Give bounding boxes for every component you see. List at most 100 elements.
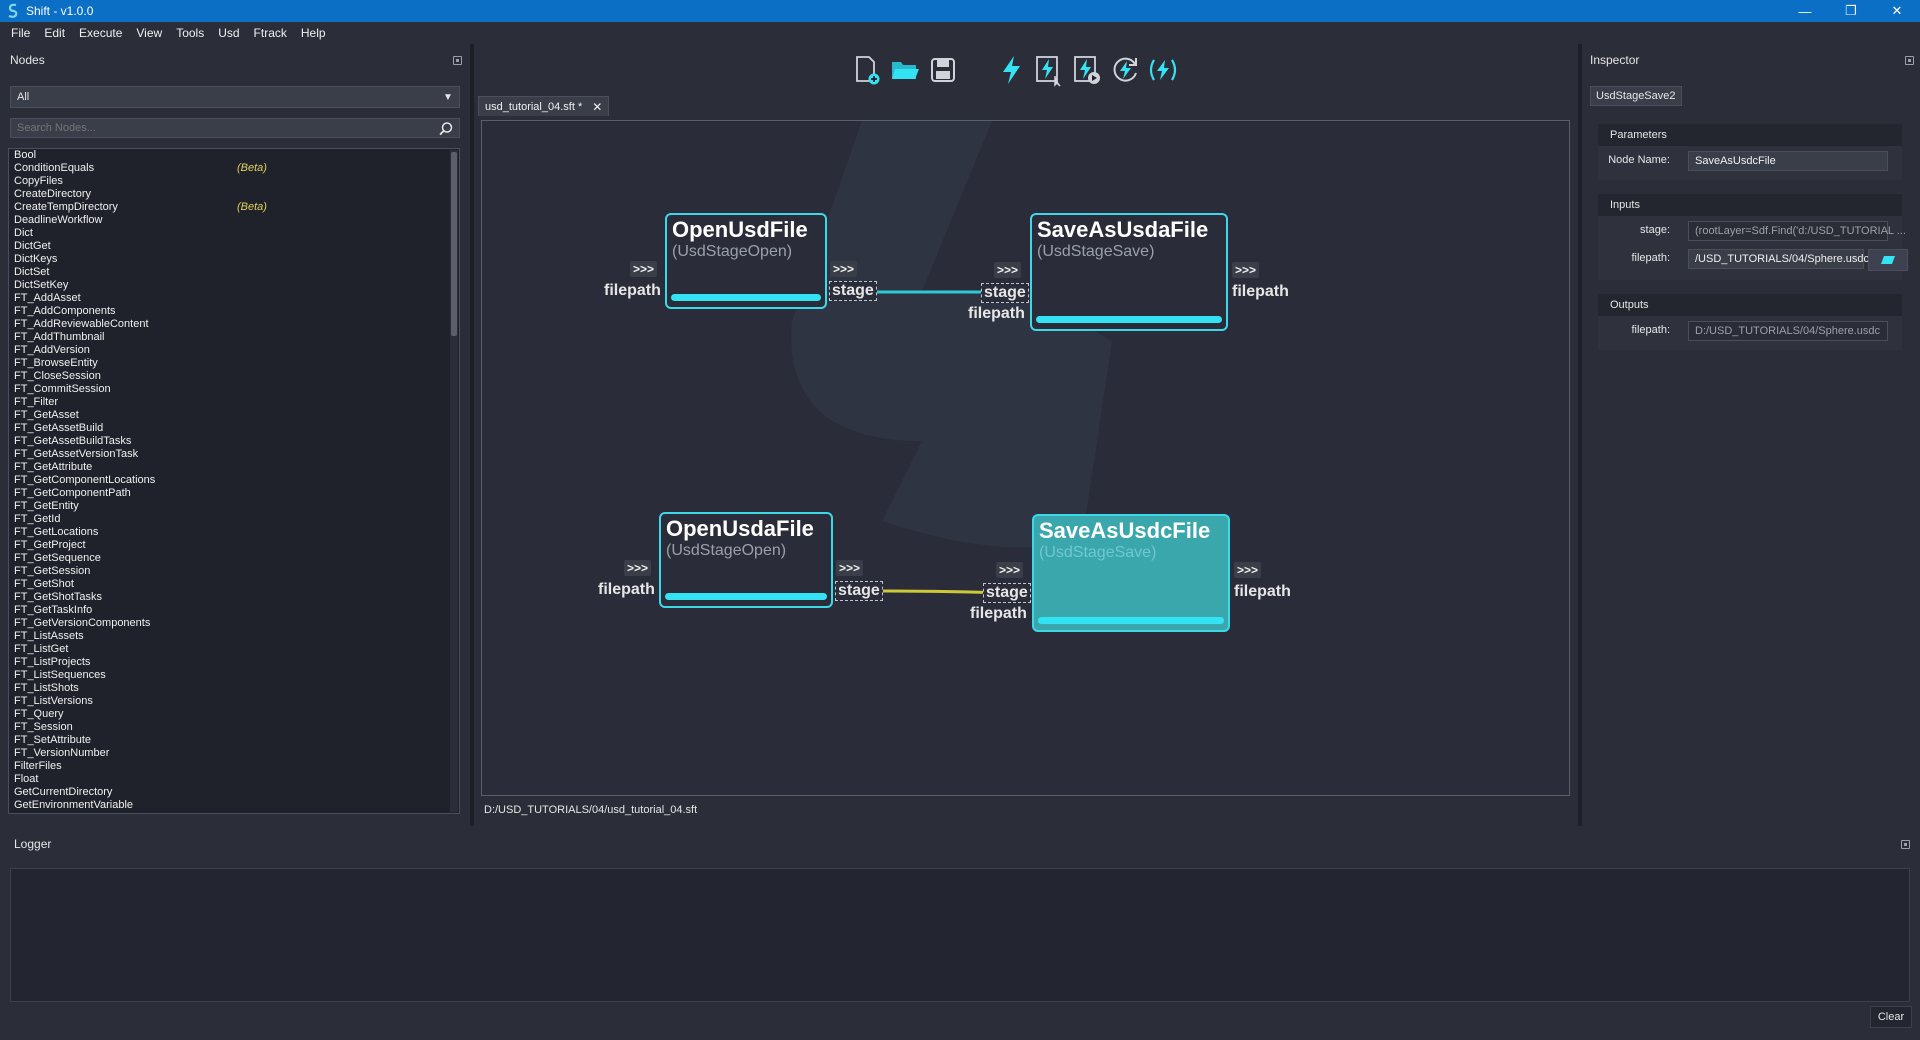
node-graph-canvas[interactable]: OpenUsdFile (UsdStageOpen) >>> filepath … xyxy=(481,120,1570,796)
input-port-arrow[interactable]: >>> xyxy=(996,562,1024,578)
minimize-button[interactable]: — xyxy=(1798,3,1812,19)
node-list-item[interactable]: FT_GetAssetVersionTask xyxy=(9,448,459,461)
node-list-item[interactable]: FT_CloseSession xyxy=(9,370,459,383)
node-list-item[interactable]: FT_VersionNumber xyxy=(9,747,459,760)
node-list-item[interactable]: FT_GetAssetBuildTasks xyxy=(9,435,459,448)
node-list-item[interactable]: FT_AddThumbnail xyxy=(9,331,459,344)
node-list-item[interactable]: FT_GetAssetBuild xyxy=(9,422,459,435)
node-list-item[interactable]: FT_SetAttribute xyxy=(9,734,459,747)
menu-file[interactable]: File xyxy=(11,26,31,40)
output-port-arrow[interactable]: >>> xyxy=(836,560,864,576)
output-port-stage[interactable]: stage xyxy=(835,581,883,601)
node-name-field[interactable]: SaveAsUsdcFile xyxy=(1688,151,1888,171)
node-search-input[interactable] xyxy=(11,122,411,134)
node-list-item[interactable]: DeadlineWorkflow xyxy=(9,214,459,227)
node-list-item[interactable]: FT_GetId xyxy=(9,513,459,526)
input-port-arrow[interactable]: >>> xyxy=(624,560,652,576)
menu-view[interactable]: View xyxy=(136,26,163,40)
new-file-button[interactable] xyxy=(852,54,882,86)
node-list-item[interactable]: FT_ListAssets xyxy=(9,630,459,643)
execute-step-button[interactable] xyxy=(1072,54,1102,86)
undock-icon[interactable] xyxy=(453,55,462,65)
node-list-item[interactable]: FT_CommitSession xyxy=(9,383,459,396)
node-list-item[interactable]: FT_AddReviewableContent xyxy=(9,318,459,331)
node-list-item[interactable]: FT_GetVersionComponents xyxy=(9,617,459,630)
logger-output[interactable] xyxy=(10,868,1910,1002)
node-list-item[interactable]: Bool xyxy=(9,149,459,162)
node-list-item[interactable]: FT_ListVersions xyxy=(9,695,459,708)
open-file-button[interactable] xyxy=(890,54,920,86)
node-list-item[interactable]: FT_ListShots xyxy=(9,682,459,695)
node-list-item[interactable]: FT_ListGet xyxy=(9,643,459,656)
node-list-item[interactable]: FT_Query xyxy=(9,708,459,721)
node-open-usda-file[interactable]: OpenUsdaFile (UsdStageOpen) xyxy=(659,512,833,608)
node-list-item[interactable]: FT_AddVersion xyxy=(9,344,459,357)
search-icon[interactable] xyxy=(438,121,454,137)
output-port-arrow[interactable]: >>> xyxy=(1234,562,1262,578)
execute-selected-button[interactable] xyxy=(1034,54,1064,87)
undock-icon[interactable] xyxy=(1901,839,1910,849)
node-list-item[interactable]: Float xyxy=(9,773,459,786)
menu-tools[interactable]: Tools xyxy=(176,26,205,40)
input-port-stage[interactable]: stage xyxy=(981,283,1029,303)
output-port-stage[interactable]: stage xyxy=(829,281,877,301)
menu-usd[interactable]: Usd xyxy=(218,26,240,40)
outputs-header[interactable]: Outputs xyxy=(1598,294,1902,316)
close-icon[interactable]: ✕ xyxy=(592,99,603,114)
node-list-item[interactable]: FT_GetComponentLocations xyxy=(9,474,459,487)
node-list-item[interactable]: DictSet xyxy=(9,266,459,279)
node-open-usd-file[interactable]: OpenUsdFile (UsdStageOpen) xyxy=(665,213,827,309)
node-list-item[interactable]: FT_BrowseEntity xyxy=(9,357,459,370)
node-list-item[interactable]: CreateDirectory xyxy=(9,188,459,201)
left-splitter[interactable] xyxy=(470,44,474,826)
browse-file-button[interactable] xyxy=(1868,249,1908,271)
menu-help[interactable]: Help xyxy=(300,26,326,40)
node-save-as-usdc-file[interactable]: SaveAsUsdcFile (UsdStageSave) xyxy=(1032,514,1230,632)
node-list-item[interactable]: ConditionEquals(Beta) xyxy=(9,162,459,175)
save-button[interactable] xyxy=(928,54,958,86)
tab-usd-tutorial[interactable]: usd_tutorial_04.sft * ✕ xyxy=(478,96,610,116)
filepath-input-field[interactable]: /USD_TUTORIALS/04/Sphere.usdc xyxy=(1688,249,1869,269)
node-list-item[interactable]: FT_GetSession xyxy=(9,565,459,578)
node-list-item[interactable]: FT_AddAsset xyxy=(9,292,459,305)
node-list-item[interactable]: CopyFiles xyxy=(9,175,459,188)
node-list-item[interactable]: FT_GetAsset xyxy=(9,409,459,422)
node-list-item[interactable]: FT_GetTaskInfo xyxy=(9,604,459,617)
node-category-dropdown[interactable]: All ▼ xyxy=(10,86,460,108)
scrollbar-thumb[interactable] xyxy=(451,152,457,336)
input-port-stage[interactable]: stage xyxy=(983,583,1031,603)
node-list-item[interactable]: FT_GetSequence xyxy=(9,552,459,565)
node-list-item[interactable]: DictGet xyxy=(9,240,459,253)
inputs-header[interactable]: Inputs xyxy=(1598,194,1902,216)
node-list-item[interactable]: DictKeys xyxy=(9,253,459,266)
node-list-item[interactable]: FT_GetShot xyxy=(9,578,459,591)
right-splitter[interactable] xyxy=(1578,44,1582,826)
node-list-item[interactable]: FT_ListProjects xyxy=(9,656,459,669)
node-list-item[interactable]: FT_GetComponentPath xyxy=(9,487,459,500)
undock-icon[interactable] xyxy=(1905,55,1914,65)
node-list-item[interactable]: FT_Session xyxy=(9,721,459,734)
node-list-item[interactable]: FT_GetEntity xyxy=(9,500,459,513)
menu-ftrack[interactable]: Ftrack xyxy=(253,26,287,40)
clear-log-button[interactable]: Clear xyxy=(1870,1006,1912,1028)
chevron-down-icon[interactable]: ▼ xyxy=(443,91,453,103)
node-list-item[interactable]: GetEnvironmentVariable xyxy=(9,799,459,812)
input-port-arrow[interactable]: >>> xyxy=(994,262,1022,278)
node-list-item[interactable]: DictSetKey xyxy=(9,279,459,292)
output-port-arrow[interactable]: >>> xyxy=(830,261,858,277)
node-list-item[interactable]: FT_GetLocations xyxy=(9,526,459,539)
close-button[interactable]: ✕ xyxy=(1891,3,1903,18)
node-list-item[interactable]: GetCurrentDirectory xyxy=(9,786,459,799)
parameters-header[interactable]: Parameters xyxy=(1598,124,1902,146)
node-list-item[interactable]: Dict xyxy=(9,227,459,240)
input-port-arrow[interactable]: >>> xyxy=(630,261,658,277)
node-list-item[interactable]: FT_Filter xyxy=(9,396,459,409)
execute-live-button[interactable] xyxy=(1148,54,1178,86)
restore-button[interactable]: ❐ xyxy=(1845,3,1857,18)
node-list-scrollbar[interactable] xyxy=(450,150,458,812)
execute-refresh-button[interactable] xyxy=(1110,54,1140,86)
node-list-item[interactable]: FT_GetShotTasks xyxy=(9,591,459,604)
node-list-item[interactable]: FT_ListSequences xyxy=(9,669,459,682)
node-save-as-usda-file[interactable]: SaveAsUsdaFile (UsdStageSave) xyxy=(1030,213,1228,331)
execute-button[interactable] xyxy=(996,54,1026,86)
